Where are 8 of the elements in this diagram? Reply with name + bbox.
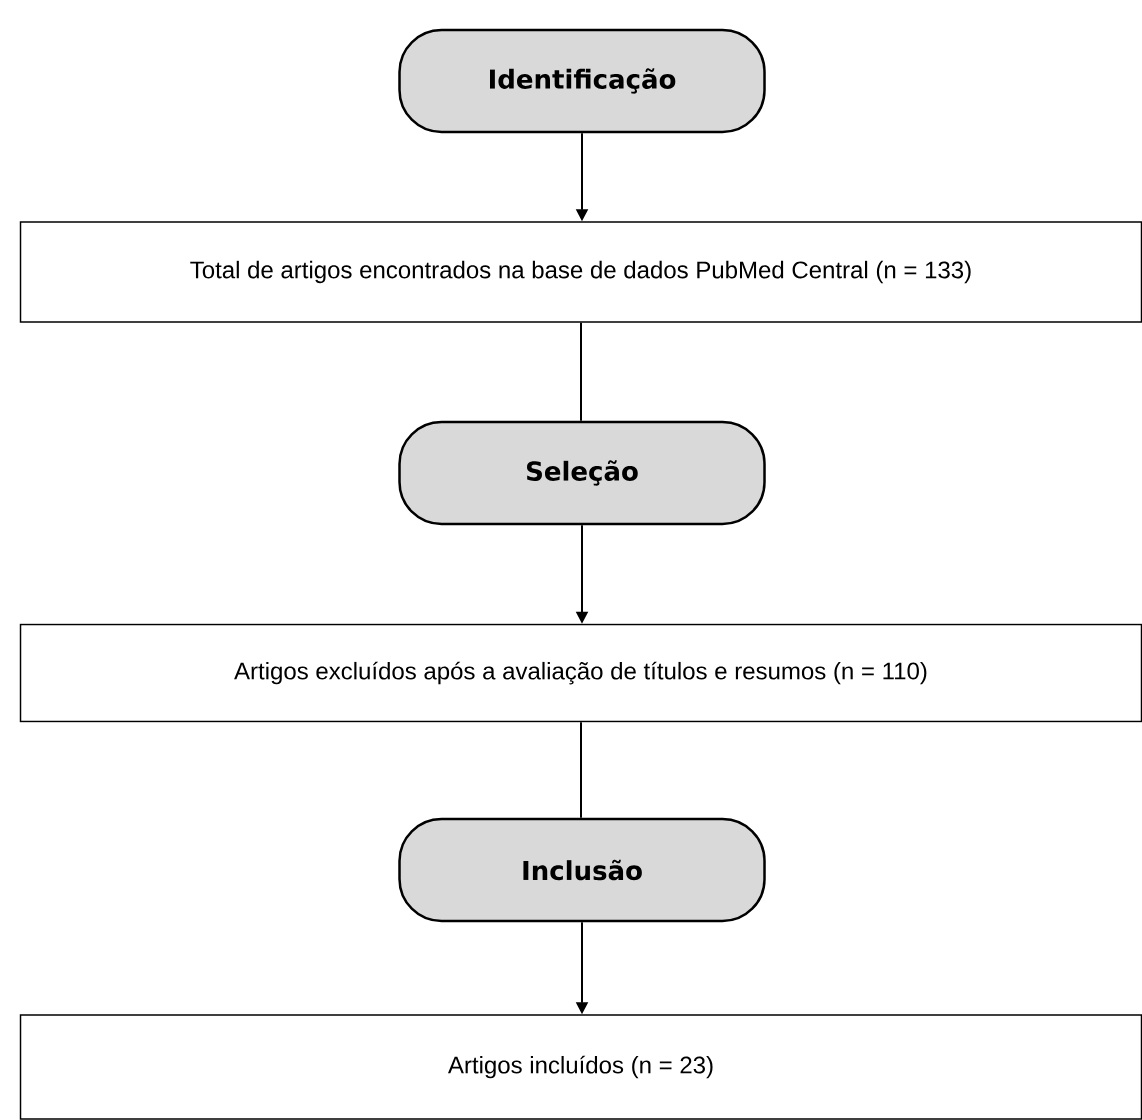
process-box: Total de artigos encontrados na base de dados PubMed Central (n = 133)	[19, 221, 1142, 323]
connector-line	[580, 321, 582, 422]
process-box: Artigos incluídos (n = 23)	[19, 1014, 1142, 1120]
stage-pill: Inclusão	[398, 817, 766, 923]
process-box: Artigos excluídos após a avaliação de títulos e resumos (n = 110)	[19, 623, 1142, 723]
stage-pill: Seleção	[398, 420, 766, 526]
connector-line	[580, 721, 582, 819]
stage-pill: Identificação	[398, 28, 766, 134]
